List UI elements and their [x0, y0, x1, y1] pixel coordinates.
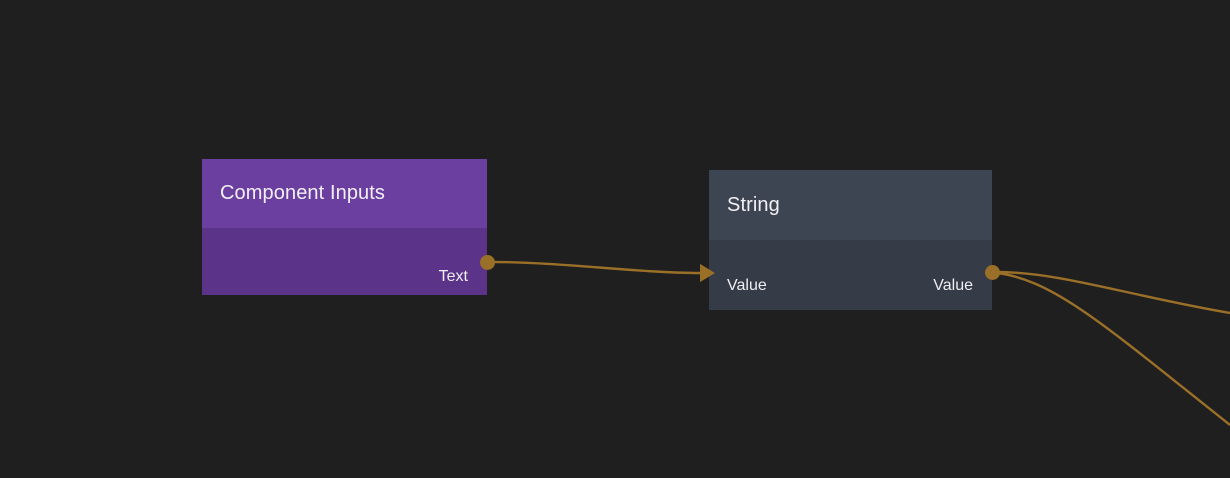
port-output-text-dot-icon[interactable]: [480, 255, 495, 270]
node-component-inputs-header[interactable]: Component Inputs: [202, 159, 487, 228]
edge-text-to-value[interactable]: [491, 260, 701, 275]
edge-value-out-upper[interactable]: [996, 270, 1230, 315]
port-row-text-output[interactable]: Text: [202, 259, 487, 295]
port-output-string-value-dot-icon[interactable]: [985, 265, 1000, 280]
port-label-value-input: Value: [727, 277, 767, 294]
node-string-header[interactable]: String: [709, 170, 992, 240]
port-input-string-value-arrow-icon[interactable]: [700, 264, 715, 282]
node-component-inputs[interactable]: Component Inputs Text: [202, 159, 487, 295]
node-string-body: Value Value: [709, 268, 992, 310]
edge-value-out-lower[interactable]: [996, 271, 1230, 426]
port-label-value-output: Value: [933, 277, 973, 294]
port-label-text: Text: [438, 268, 468, 285]
node-component-inputs-body: Text: [202, 259, 487, 295]
port-row-string-value[interactable]: Value Value: [709, 268, 992, 304]
node-string[interactable]: String Value Value: [709, 170, 992, 310]
node-string-title: String: [727, 193, 780, 216]
node-component-inputs-title: Component Inputs: [220, 182, 386, 204]
